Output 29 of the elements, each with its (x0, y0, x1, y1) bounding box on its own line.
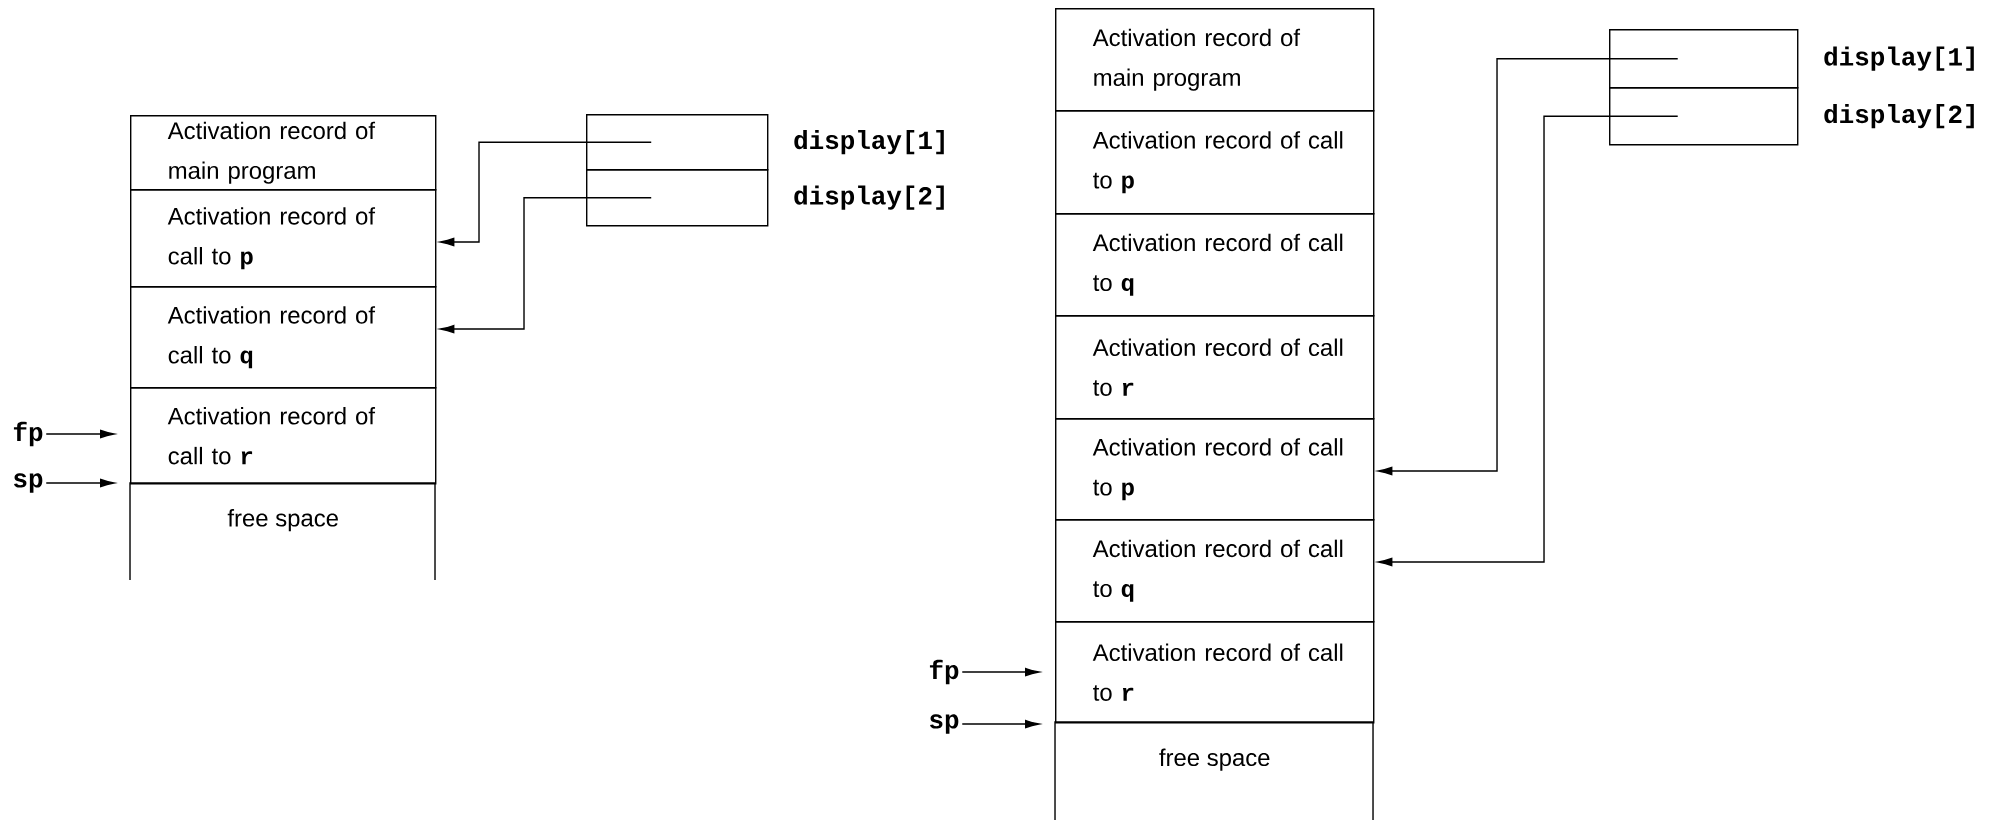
pointer-label: fp (13, 421, 43, 447)
arrow (439, 197, 652, 334)
arrow (1378, 58, 1679, 476)
stack-frame: Activation record of call to p (1055, 110, 1375, 215)
pointer-label: sp (930, 714, 959, 734)
arrow (45, 429, 115, 439)
free-space-region: free space (129, 482, 436, 581)
pointer-label: fp (929, 659, 959, 685)
display-label: display[2] (794, 185, 944, 210)
arrow (439, 141, 652, 247)
free-space-region: free space (1054, 721, 1374, 820)
stack-frame: Activation record of call to p (1055, 418, 1375, 521)
stack-frame: Activation record of call to r (1055, 621, 1375, 724)
stack-frame: Activation record of call to q (130, 286, 437, 389)
pointer-label: sp (14, 473, 43, 493)
display-label: display[1] (1824, 46, 1974, 71)
stack-frame: Activation record of call to p (130, 189, 437, 288)
arrow (1378, 115, 1679, 567)
display-label: display[2] (1824, 104, 1974, 129)
stack-frame: Activation record of call to r (1055, 315, 1375, 420)
stack-frame: Activation record of main program (1055, 8, 1375, 112)
stack-frame: Activation record of call to q (1055, 519, 1375, 623)
display-label: display[1] (794, 130, 944, 155)
stack-frame: Activation record of call to q (1055, 213, 1375, 317)
stack-frame: Activation record of call to r (130, 387, 437, 485)
arrow (45, 478, 115, 488)
stack-frame: Activation record of main program (130, 115, 437, 191)
arrow (961, 719, 1040, 729)
arrow (961, 667, 1040, 677)
